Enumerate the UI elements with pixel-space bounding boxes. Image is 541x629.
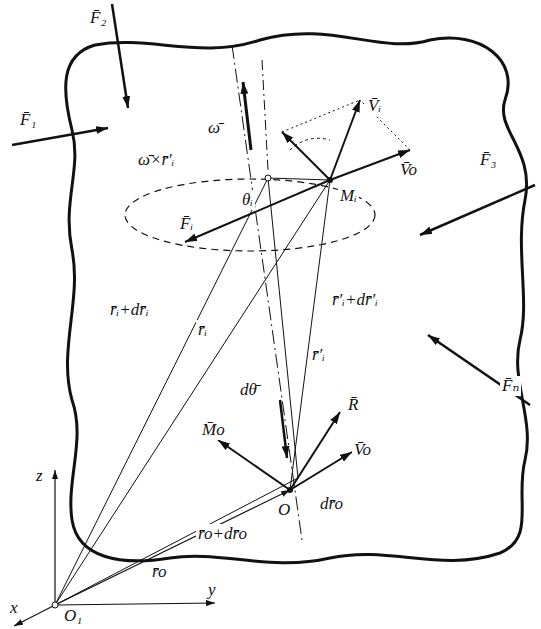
vector-label: r̄′ᵢ bbox=[310, 345, 327, 365]
velocity-arrow bbox=[290, 452, 352, 490]
body-outline bbox=[66, 34, 528, 563]
axis-z bbox=[54, 470, 55, 605]
vector-label: dθ̄ bbox=[238, 380, 259, 400]
vector-label: O₁ bbox=[62, 606, 84, 626]
vector-label: r̄o bbox=[150, 562, 169, 582]
construction-line bbox=[282, 100, 360, 132]
omega-arrow bbox=[243, 82, 251, 150]
axis-y bbox=[55, 603, 215, 605]
vector-label: ω̄ bbox=[206, 118, 222, 138]
velocity-arrow bbox=[330, 100, 360, 180]
force-arrow bbox=[112, 4, 128, 108]
vector-label: θᵢ bbox=[240, 190, 255, 210]
force-arrow bbox=[420, 185, 535, 235]
position-line bbox=[55, 478, 298, 605]
vector-label: V̄o bbox=[398, 160, 419, 180]
rotation-axis bbox=[232, 45, 302, 540]
force-arrow bbox=[185, 180, 330, 242]
dtheta-arrow bbox=[280, 400, 287, 458]
position-line bbox=[55, 180, 330, 605]
vector-label: y bbox=[206, 580, 218, 600]
vector-label: x bbox=[8, 598, 20, 618]
force-arrow bbox=[12, 128, 108, 145]
point-oi bbox=[265, 175, 271, 181]
axis-parallel bbox=[262, 60, 268, 170]
vector-label: z bbox=[34, 466, 45, 486]
vector-label: ω̄×r̄′ᵢ bbox=[136, 150, 177, 170]
vector-label: r̄ᵢ+dr̄ᵢ bbox=[108, 300, 151, 320]
vector-label: R̄ bbox=[346, 395, 360, 415]
vector-label: F̄₃ bbox=[478, 150, 498, 170]
position-line bbox=[55, 490, 290, 605]
vector-label: V̄ᵢ bbox=[366, 96, 383, 116]
angle-arc bbox=[290, 138, 330, 150]
vector-label: dr̄o bbox=[318, 494, 345, 514]
vector-label: F̄ᵢ bbox=[178, 214, 195, 234]
vector-label: r̄′ᵢ+dr̄′ᵢ bbox=[330, 290, 380, 310]
axis-x bbox=[14, 605, 55, 626]
position-line bbox=[55, 178, 268, 605]
velocity-arrow bbox=[282, 132, 330, 180]
vector-label: r̄o+dr̄o bbox=[196, 524, 249, 544]
vector-label: F̄₂ bbox=[88, 8, 108, 28]
resultant-arrow bbox=[290, 412, 340, 490]
origin-o1 bbox=[52, 602, 58, 608]
vector-label: r̄ᵢ bbox=[196, 320, 209, 340]
vector-label: F̄₁ bbox=[18, 110, 38, 130]
vector-label: F̄ₙ bbox=[500, 376, 521, 396]
vector-label: Mᵢ bbox=[338, 186, 359, 206]
relative-line bbox=[290, 180, 330, 490]
vector-label: O bbox=[276, 500, 292, 520]
vector-label: V̄o bbox=[352, 440, 373, 460]
trajectory-ellipse bbox=[125, 179, 375, 251]
force-arrow bbox=[428, 335, 530, 405]
vector-label: M̄o bbox=[200, 420, 227, 440]
relative-line bbox=[268, 178, 298, 478]
moment-arrow bbox=[218, 440, 290, 490]
radius-line bbox=[268, 178, 330, 180]
